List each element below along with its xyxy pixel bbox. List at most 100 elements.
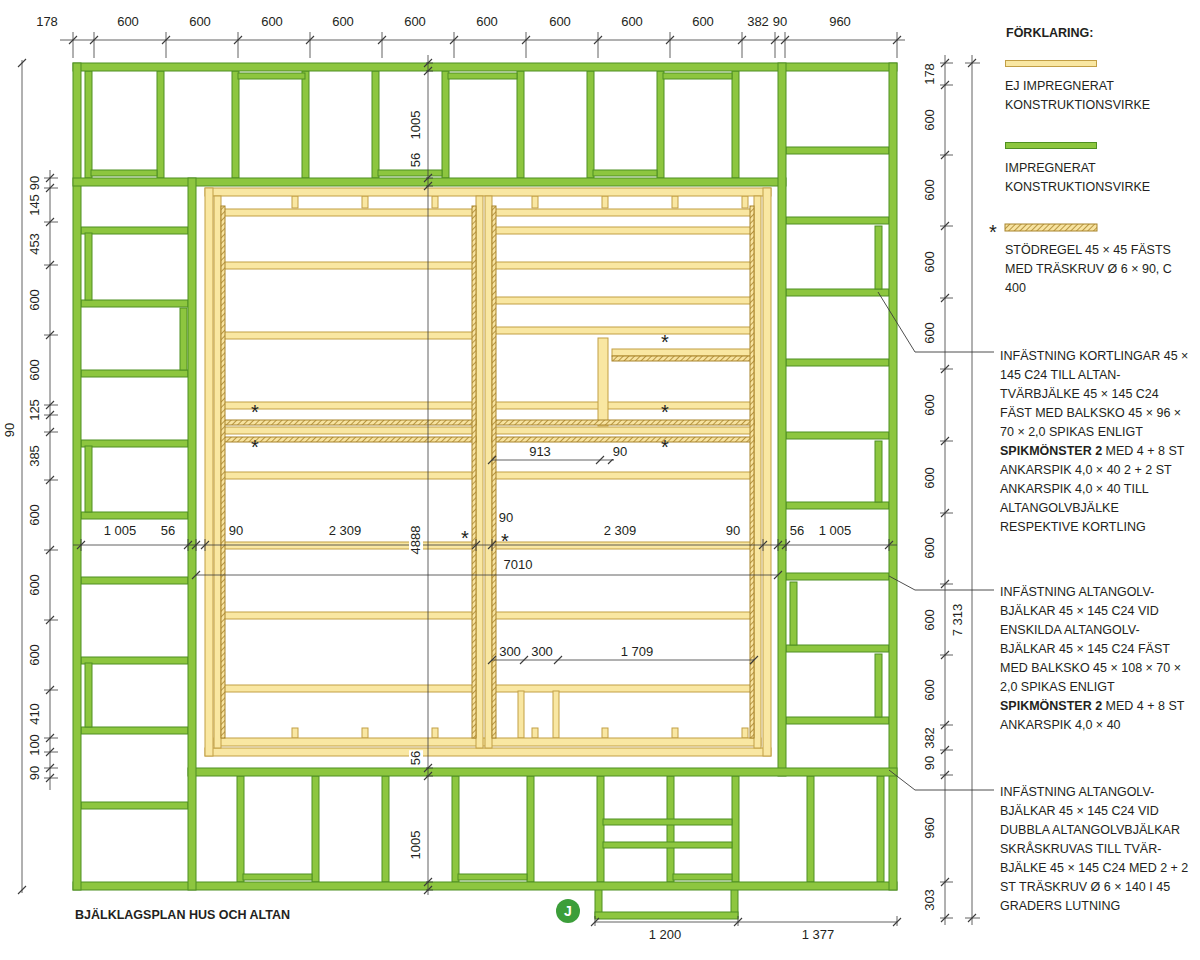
dimension-value: 600	[331, 15, 355, 29]
untreated-beam	[221, 209, 476, 216]
dimension-line	[46, 764, 54, 772]
dimension-line	[941, 914, 949, 922]
dimension-line	[46, 218, 54, 226]
dimension-value: 1 005	[103, 524, 138, 538]
untreated-beam	[292, 196, 298, 208]
dimension-line	[46, 774, 54, 782]
treated-beam	[786, 359, 889, 366]
legend-text: EJ IMPREGNERAT KONSTRUKTIONSVIRKE	[1005, 77, 1190, 115]
treated-beam	[442, 71, 449, 178]
treated-beam	[243, 874, 312, 880]
treated-beam	[85, 663, 92, 727]
dimension-line	[46, 184, 54, 192]
dimension-line	[424, 772, 432, 780]
dimension-line	[488, 541, 496, 549]
treated-beam	[875, 226, 882, 289]
dimension-line	[192, 571, 200, 579]
dimension-value: 90	[228, 524, 244, 538]
dimension-line	[522, 36, 530, 44]
dimension-line	[774, 541, 782, 549]
dimension-line	[941, 651, 949, 659]
treated-beam	[597, 776, 604, 882]
dimension-value: 1 005	[818, 524, 853, 538]
dimension-value: 56	[160, 524, 176, 538]
treated-beam	[85, 71, 92, 178]
dimension-value: 600	[116, 15, 140, 29]
dimension-line	[940, 775, 953, 776]
dimension-line	[738, 36, 746, 44]
untreated-beam	[492, 209, 754, 216]
untreated-beam	[672, 728, 678, 738]
asterisk-mark: *	[989, 225, 997, 239]
dimension-line	[46, 734, 54, 742]
dimension-line	[885, 541, 893, 549]
untreated-beam	[492, 612, 754, 619]
treated-beam	[778, 63, 786, 776]
dimension-line	[424, 764, 432, 772]
untreated-beam	[221, 427, 476, 434]
dimension-line	[166, 32, 167, 58]
untreated-beam	[532, 728, 538, 738]
dimension-line	[60, 40, 905, 41]
treated-beam	[786, 573, 889, 580]
dimension-line	[781, 36, 789, 44]
dimension-value: 600	[923, 466, 937, 490]
section-marker: J	[556, 899, 580, 923]
dimension-value: 300	[498, 645, 522, 659]
treated-beam	[73, 882, 897, 890]
dimension-value: 382	[746, 15, 770, 29]
dimension-line	[46, 174, 54, 182]
dimension-value: 960	[923, 816, 937, 840]
treated-beam	[382, 776, 389, 882]
dimension-value: 600	[923, 608, 937, 632]
untreated-beam	[763, 188, 771, 756]
dimension-line	[492, 460, 614, 461]
untreated-beam	[754, 196, 761, 748]
leader-line	[889, 576, 994, 590]
treated-beam	[378, 170, 442, 176]
dimension-value: 1 200	[648, 928, 683, 942]
treated-beam	[603, 819, 732, 825]
untreated-beam	[742, 196, 748, 208]
dimension-line	[940, 226, 953, 227]
dimension-value: 90	[923, 755, 937, 771]
untreated-beam	[221, 402, 476, 409]
dimension-line	[940, 85, 953, 86]
treated-beam	[657, 71, 664, 178]
support-batten	[1005, 224, 1097, 231]
dimension-value: 300	[530, 645, 554, 659]
dimension-value: 453	[28, 232, 42, 256]
dimension-value: 600	[923, 108, 937, 132]
dimension-value: 7010	[503, 558, 534, 572]
dimension-value: 2 309	[603, 524, 638, 538]
leader-line	[889, 770, 994, 790]
dimension-line	[46, 476, 54, 484]
treated-beam	[875, 441, 882, 502]
dimension-line	[472, 541, 480, 549]
asterisk-mark: *	[251, 405, 259, 419]
treated-beam	[889, 63, 897, 890]
untreated-beam	[432, 196, 438, 208]
untreated-beam	[492, 262, 754, 269]
dimension-line	[941, 294, 949, 302]
dimension-line	[941, 222, 949, 230]
dimension-value: 178	[923, 62, 937, 86]
callout-note: INFÄSTNING KORTLINGAR 45 × 145 C24 TILL …	[1000, 347, 1192, 537]
treated-beam	[667, 776, 674, 882]
dimension-line	[940, 513, 953, 514]
dimension-line	[192, 541, 200, 549]
dimension-line	[940, 155, 953, 156]
treated-beam	[302, 71, 309, 178]
support-batten	[221, 437, 476, 442]
treated-beam	[732, 776, 739, 882]
dimension-line	[893, 36, 901, 44]
treated-beam	[180, 308, 187, 370]
dimension-line	[940, 441, 953, 442]
treated-beam	[593, 170, 657, 176]
dimension-line	[940, 882, 953, 883]
dimension-line	[424, 174, 432, 182]
untreated-beam	[598, 338, 608, 426]
dimension-value: 125	[28, 398, 42, 422]
dimension-value: 385	[28, 444, 42, 468]
dimension-line	[162, 36, 170, 44]
